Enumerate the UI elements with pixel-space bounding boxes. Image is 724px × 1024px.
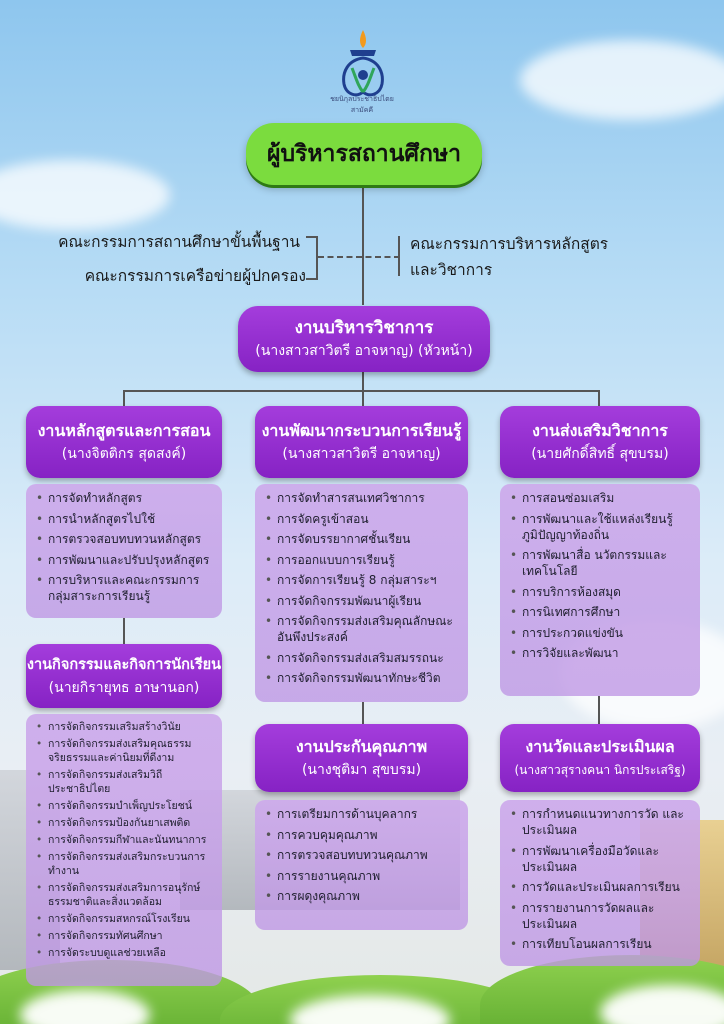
list-item: การรายงานคุณภาพ — [265, 868, 462, 884]
list-item: การจัดกิจกรรมเสริมสร้างวินัย — [36, 720, 216, 734]
list-item: การนำหลักสูตรไปใช้ — [36, 511, 216, 527]
list-item: การจัดระบบดูแลช่วยเหลือ — [36, 946, 216, 960]
task-list: การจัดกิจกรรมเสริมสร้างวินัย การจัดกิจกร… — [36, 720, 216, 960]
list-item: การบริการห้องสมุด — [510, 584, 694, 600]
list-item: การจัดกิจกรรมกีฬาและนันทนาการ — [36, 833, 216, 847]
connector-line — [362, 372, 364, 390]
list-item: การพัฒนาสื่อ นวัตกรรมและ เทคโนโลยี — [510, 547, 694, 579]
committee-curriculum-line2: และวิชาการ — [410, 261, 493, 279]
unit-person: (นายศักดิ์สิทธิ์ สุขบรม) — [531, 446, 669, 462]
list-item: การประกวดแข่งขัน — [510, 625, 694, 641]
unit-learning-panel: การจัดทำสารสนเทศวิชาการ การจัดครูเข้าสอน… — [255, 484, 468, 702]
unit-quality-panel: การเตรียมการด้านบุคลากร การควบคุมคุณภาพ … — [255, 800, 468, 930]
list-item: การจัดการเรียนรู้ 8 กลุ่มสาระฯ — [265, 572, 462, 588]
unit-person: (นางสาวสาวิตรี อาจหาญ) — [282, 446, 441, 462]
list-item: การจัดบรรยากาศชั้นเรียน — [265, 531, 462, 547]
unit-curriculum-box: งานหลักสูตรและการสอน (นางจิตติกร สุดสงค์… — [26, 406, 222, 478]
unit-activities-box: งานกิจกรรมและกิจการนักเรียน (นายกิรายุทธ… — [26, 644, 222, 708]
list-item: การเตรียมการด้านบุคลากร — [265, 806, 462, 822]
unit-title: งานหลักสูตรและการสอน — [37, 421, 211, 440]
list-item: การพัฒนาเครื่องมือวัดและ ประเมินผล — [510, 843, 694, 875]
unit-curriculum-panel: การจัดทำหลักสูตร การนำหลักสูตรไปใช้ การต… — [26, 484, 222, 618]
list-item: การวัดและประเมินผลการเรียน — [510, 879, 694, 895]
list-item: การบริหารและคณะกรรมการ กลุ่มสาระการเรียน… — [36, 572, 216, 604]
school-emblem-icon — [342, 30, 384, 97]
unit-person: (นายกิรายุทธ อาษานอก) — [48, 680, 200, 696]
unit-evaluation-box: งานวัดและประเมินผล (นางสาวสุรางคนา นิกรป… — [500, 724, 700, 792]
connector-line — [598, 390, 600, 406]
unit-person: (นางจิตติกร สุดสงค์) — [61, 446, 187, 462]
connector-line — [598, 696, 600, 724]
list-item: การจัดทำหลักสูตร — [36, 490, 216, 506]
academic-admin-head: (นางสาวสาวิตรี อาจหาญ) (หัวหน้า) — [255, 343, 473, 359]
school-director-box: ผู้บริหารสถานศึกษา — [246, 123, 482, 185]
unit-title: งานส่งเสริมวิชาการ — [532, 421, 668, 440]
unit-title: งานวัดและประเมินผล — [525, 737, 675, 756]
list-item: การจัดกิจกรรมสหกรณ์โรงเรียน — [36, 912, 216, 926]
list-item: การจัดกิจกรรมบำเพ็ญประโยชน์ — [36, 799, 216, 813]
list-item: การจัดกิจกรรมส่งเสริมคุณธรรม จริยธรรมและ… — [36, 737, 216, 765]
task-list: การกำหนดแนวทางการวัด และประเมินผล การพัฒ… — [510, 806, 694, 952]
list-item: การควบคุมคุณภาพ — [265, 827, 462, 843]
list-item: การพัฒนาและใช้แหล่งเรียนรู้ ภูมิปัญญาท้อ… — [510, 511, 694, 543]
cloud — [520, 40, 724, 120]
unit-title: งานพัฒนากระบวนการเรียนรู้ — [261, 421, 462, 440]
list-item: การนิเทศการศึกษา — [510, 604, 694, 620]
unit-promotion-panel: การสอนซ่อมเสริม การพัฒนาและใช้แหล่งเรียน… — [500, 484, 700, 696]
unit-evaluation-panel: การกำหนดแนวทางการวัด และประเมินผล การพัฒ… — [500, 800, 700, 966]
connector-line — [362, 185, 364, 305]
list-item: การจัดกิจกรรมส่งเสริมการอนุรักษ์ ธรรมชาต… — [36, 881, 216, 909]
cloud — [0, 160, 170, 230]
unit-title: งานประกันคุณภาพ — [295, 737, 428, 756]
list-item: การพัฒนาและปรับปรุงหลักสูตร — [36, 552, 216, 568]
list-item: การจัดกิจกรรมส่งเสริมคุณลักษณะ อันพึงประ… — [265, 613, 462, 645]
unit-learning-box: งานพัฒนากระบวนการเรียนรู้ (นางสาวสาวิตรี… — [255, 406, 468, 478]
unit-person: (นางสาวสุรางคนา นิกรประเสริฐ) — [514, 763, 686, 777]
list-item: การผดุงคุณภาพ — [265, 888, 462, 904]
unit-quality-box: งานประกันคุณภาพ (นางชุติมา สุขบรม) — [255, 724, 468, 792]
task-list: การจัดทำหลักสูตร การนำหลักสูตรไปใช้ การต… — [36, 490, 216, 604]
logo-caption: ชยนิกุลประชาธิปไตยสามัคคี — [330, 95, 394, 114]
unit-activities-panel: การจัดกิจกรรมเสริมสร้างวินัย การจัดกิจกร… — [26, 714, 222, 986]
connector-line — [398, 236, 400, 276]
list-item: การเทียบโอนผลการเรียน — [510, 936, 694, 952]
connector-bracket — [306, 236, 318, 280]
list-item: การจัดกิจกรรมส่งเสริมสมรรถนะ — [265, 650, 462, 666]
list-item: การตรวจสอบทบทวนหลักสูตร — [36, 531, 216, 547]
committee-parents-network: คณะกรรมการเครือข่ายผู้ปกครอง — [84, 267, 306, 285]
connector-dashed — [318, 256, 400, 258]
list-item: การจัดกิจกรรมป้องกันยาเสพติด — [36, 816, 216, 830]
list-item: การกำหนดแนวทางการวัด และประเมินผล — [510, 806, 694, 838]
list-item: การวิจัยและพัฒนา — [510, 645, 694, 661]
list-item: การจัดกิจกรรมพัฒนาทักษะชีวิต — [265, 670, 462, 686]
task-list: การสอนซ่อมเสริม การพัฒนาและใช้แหล่งเรียน… — [510, 490, 694, 661]
list-item: การออกแบบการเรียนรู้ — [265, 552, 462, 568]
committee-curriculum-line1: คณะกรรมการบริหารหลักสูตร — [410, 235, 609, 253]
cloud — [20, 990, 150, 1024]
committee-basic-education: คณะกรรมการสถานศึกษาขั้นพื้นฐาน — [58, 233, 300, 251]
list-item: การรายงานการวัดผลและ ประเมินผล — [510, 900, 694, 932]
unit-promotion-box: งานส่งเสริมวิชาการ (นายศักดิ์สิทธิ์ สุขบ… — [500, 406, 700, 478]
list-item: การจัดกิจกรรมส่งเสริมวิถีประชาธิปไตย — [36, 768, 216, 796]
connector-line — [362, 390, 364, 406]
connector-line — [123, 618, 125, 644]
connector-line — [362, 702, 364, 724]
unit-person: (นางชุติมา สุขบรม) — [301, 762, 422, 778]
list-item: การจัดทำสารสนเทศวิชาการ — [265, 490, 462, 506]
list-item: การจัดกิจกรรมทัศนศึกษา — [36, 929, 216, 943]
list-item: การสอนซ่อมเสริม — [510, 490, 694, 506]
task-list: การจัดทำสารสนเทศวิชาการ การจัดครูเข้าสอน… — [265, 490, 462, 686]
unit-title: งานกิจกรรมและกิจการนักเรียน — [26, 657, 222, 673]
connector-line — [123, 390, 600, 392]
list-item: การตรวจสอบทบทวนคุณภาพ — [265, 847, 462, 863]
academic-admin-title: งานบริหารวิชาการ — [294, 318, 434, 338]
list-item: การจัดกิจกรรมพัฒนาผู้เรียน — [265, 593, 462, 609]
list-item: การจัดกิจกรรมส่งเสริมกระบวนการ ทำงาน — [36, 850, 216, 878]
academic-admin-box: งานบริหารวิชาการ (นางสาวสาวิตรี อาจหาญ) … — [238, 306, 490, 372]
connector-line — [123, 390, 125, 406]
list-item: การจัดครูเข้าสอน — [265, 511, 462, 527]
task-list: การเตรียมการด้านบุคลากร การควบคุมคุณภาพ … — [265, 806, 462, 904]
